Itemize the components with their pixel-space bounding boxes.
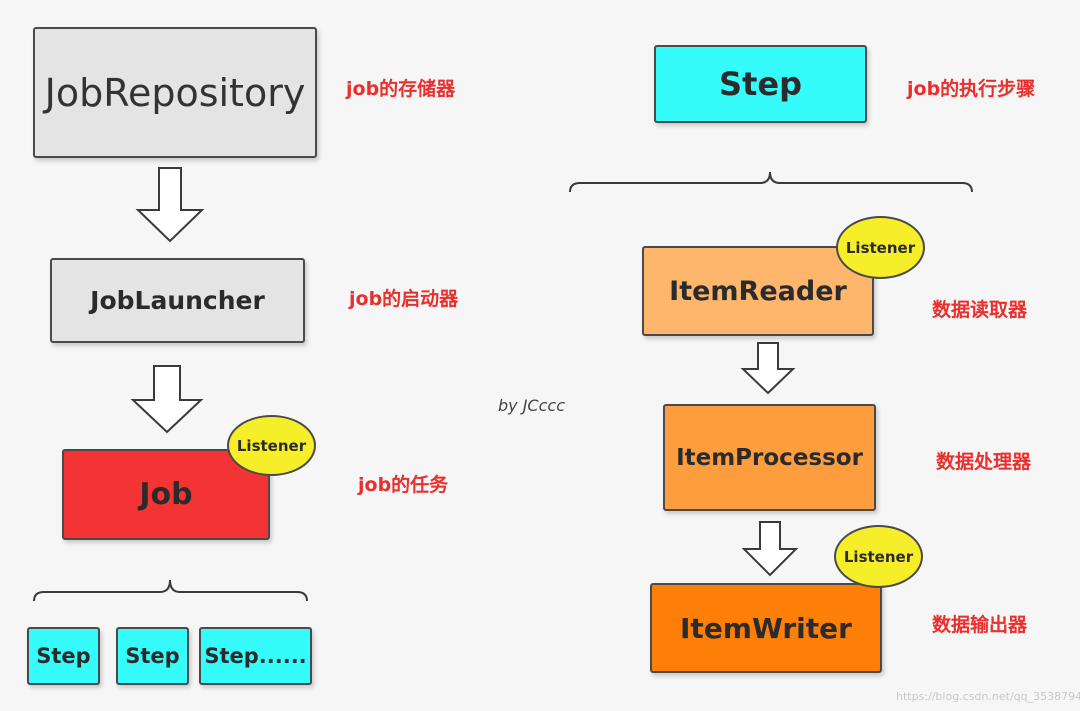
job-launcher-title: JobLauncher bbox=[90, 286, 265, 315]
item-writer-label: 数据输出器 bbox=[932, 614, 1028, 636]
step-title: Step bbox=[719, 65, 802, 103]
item-reader-label: 数据读取器 bbox=[932, 299, 1028, 321]
item-reader-box: ItemReader bbox=[642, 246, 874, 336]
item-reader-listener-text: Listener bbox=[845, 238, 916, 257]
watermark: https://blog.csdn.net/qq_35387940 bbox=[896, 690, 1080, 703]
step-box-2: Step bbox=[116, 627, 189, 685]
step-brace bbox=[569, 171, 973, 193]
step-2-title: Step bbox=[125, 644, 180, 668]
author-credit: by JCccc bbox=[498, 396, 565, 415]
arrow-down-icon bbox=[130, 365, 204, 434]
job-repository-title: JobRepository bbox=[44, 70, 306, 115]
job-listener-text: Listener bbox=[236, 436, 307, 455]
item-reader-listener-badge: Listener bbox=[836, 216, 925, 279]
job-repository-label: job的存储器 bbox=[346, 78, 456, 100]
step-label: job的执行步骤 bbox=[907, 78, 1036, 100]
arrow-down-icon bbox=[741, 521, 799, 577]
arrow-down-icon bbox=[135, 167, 205, 243]
step-box-1: Step bbox=[27, 627, 100, 685]
item-processor-box: ItemProcessor bbox=[663, 404, 876, 511]
arrow-down-icon bbox=[740, 342, 796, 395]
job-title: Job bbox=[139, 477, 193, 512]
item-writer-title: ItemWriter bbox=[680, 611, 852, 645]
item-writer-listener-text: Listener bbox=[843, 547, 914, 566]
step-box-more: Step...... bbox=[199, 627, 312, 685]
item-reader-title: ItemReader bbox=[669, 275, 847, 307]
job-repository-box: JobRepository bbox=[33, 27, 317, 158]
job-listener-badge: Listener bbox=[227, 415, 316, 476]
job-launcher-box: JobLauncher bbox=[50, 258, 305, 343]
item-processor-title: ItemProcessor bbox=[676, 444, 863, 471]
step-box: Step bbox=[654, 45, 867, 123]
item-writer-box: ItemWriter bbox=[650, 583, 882, 673]
step-more-title: Step...... bbox=[204, 644, 307, 668]
item-processor-label: 数据处理器 bbox=[936, 451, 1032, 473]
item-writer-listener-badge: Listener bbox=[834, 525, 923, 588]
job-brace bbox=[33, 579, 308, 602]
job-label: job的任务 bbox=[358, 474, 449, 496]
job-launcher-label: job的启动器 bbox=[349, 288, 459, 310]
step-1-title: Step bbox=[36, 644, 91, 668]
